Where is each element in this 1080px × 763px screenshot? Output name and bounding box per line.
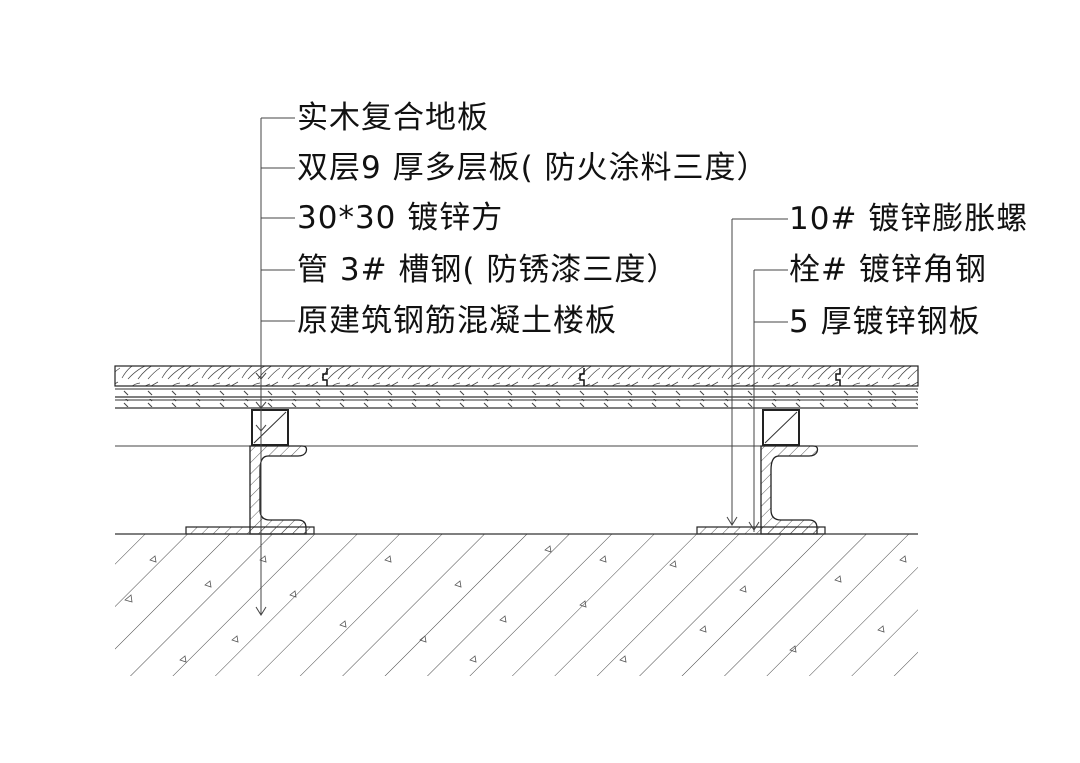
steel-channel xyxy=(249,445,308,535)
label-square-tube: 30*30 镀锌方 xyxy=(297,200,504,236)
wood-floor-layer xyxy=(114,365,919,387)
label-plywood: 双层9 厚多层板( 防火涂料三度） xyxy=(297,150,769,186)
tongue-groove-joint xyxy=(579,368,585,386)
label-channel-steel: 管 3# 槽钢( 防锈漆三度） xyxy=(297,252,679,288)
tongue-groove-joint xyxy=(835,368,841,386)
steel-plate xyxy=(185,526,315,535)
concrete-slab xyxy=(115,533,918,676)
label-concrete-slab: 原建筑钢筋混凝土楼板 xyxy=(297,303,617,339)
left-leaders xyxy=(255,117,295,616)
left-support xyxy=(185,409,315,535)
steel-plate xyxy=(696,526,826,535)
right-leaders xyxy=(726,218,788,532)
plywood-layer xyxy=(115,388,918,409)
label-expansion-bolt: 10# 镀锌膨胀螺 xyxy=(789,201,1029,237)
tongue-groove-joint xyxy=(322,368,328,386)
label-steel-plate: 5 厚镀锌钢板 xyxy=(789,304,981,340)
label-angle-steel: 栓# 镀锌角钢 xyxy=(789,252,987,288)
steel-channel xyxy=(760,445,819,535)
right-support xyxy=(696,409,826,535)
label-wood-floor: 实木复合地板 xyxy=(297,100,489,136)
